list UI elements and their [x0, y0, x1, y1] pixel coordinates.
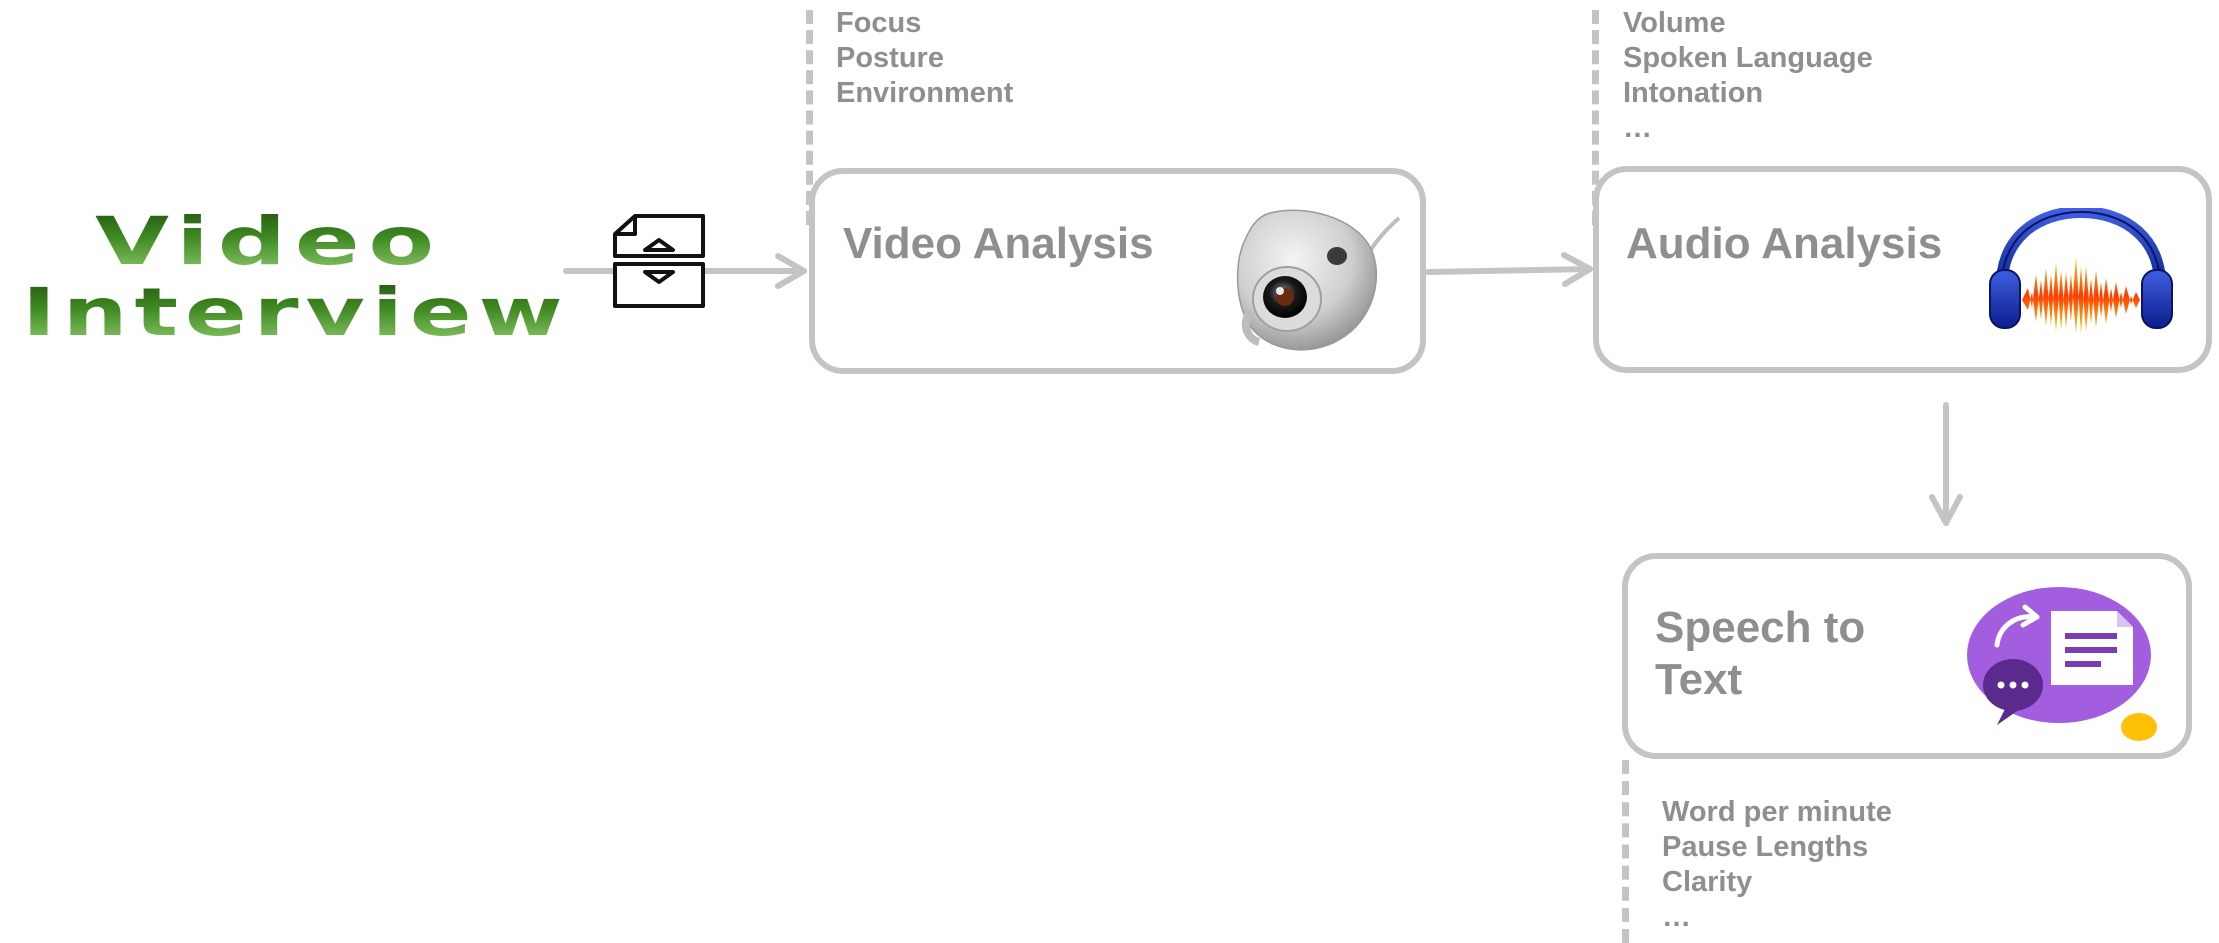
speech-to-text-icon	[1967, 587, 2157, 741]
feature-item: Posture	[836, 42, 944, 74]
video-interview-title-line2: Interview	[22, 274, 570, 351]
headphones-waveform-icon	[1989, 208, 2173, 334]
arrow-video-to-audio-head	[1561, 252, 1593, 287]
speech-to-text-box: Speech to Text	[1622, 553, 2192, 759]
video-interview-title-line1: Video	[95, 203, 443, 280]
speech-to-text-title: Speech to Text	[1655, 603, 1866, 704]
video-analysis-box: Video Analysis	[809, 168, 1426, 374]
webcam-icon	[1236, 209, 1401, 351]
video-feature-list: Focus Posture Environment	[836, 6, 1013, 111]
feature-item: …	[1623, 112, 1652, 144]
speech-feature-list: Word per minute Pause Lengths Clarity …	[1662, 795, 1892, 935]
arrow-audio-to-speech-head	[1929, 494, 1963, 526]
speech-features-dashed-line	[1622, 760, 1629, 943]
upload-document-icon	[613, 214, 705, 308]
video-analysis-title: Video Analysis	[843, 219, 1154, 268]
feature-item: Intonation	[1623, 77, 1764, 109]
feature-item: Pause Lengths	[1662, 831, 1869, 863]
feature-item: Word per minute	[1662, 796, 1892, 828]
feature-item: Environment	[836, 77, 1014, 109]
audio-feature-list: Volume Spoken Language Intonation …	[1623, 6, 1873, 146]
feature-item: Clarity	[1662, 866, 1753, 898]
feature-item: …	[1662, 901, 1691, 933]
video-features-dashed-line	[806, 10, 813, 225]
audio-features-dashed-line	[1592, 10, 1599, 225]
audio-analysis-box: Audio Analysis	[1593, 166, 2212, 373]
audio-analysis-title: Audio Analysis	[1626, 219, 1943, 268]
feature-item: Focus	[836, 7, 922, 39]
feature-item: Volume	[1623, 7, 1726, 39]
arrow-video-to-audio	[1425, 266, 1593, 275]
arrow-interview-to-video-head	[775, 253, 807, 289]
feature-item: Spoken Language	[1623, 42, 1873, 74]
